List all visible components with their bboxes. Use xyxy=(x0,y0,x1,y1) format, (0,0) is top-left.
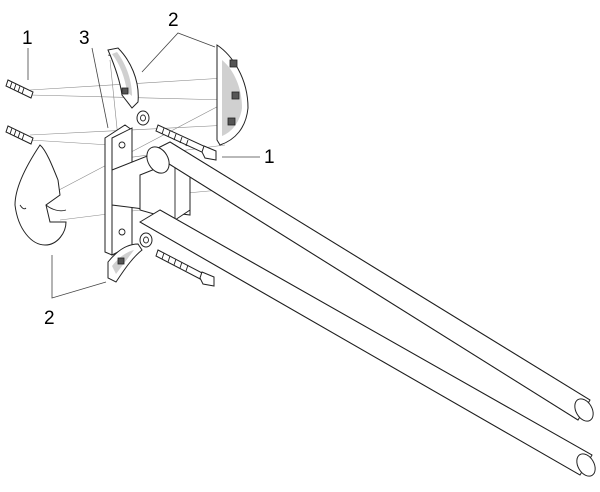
towel-arm-lower xyxy=(139,209,596,477)
callout-3: 3 xyxy=(79,28,90,49)
screw-anchor-left xyxy=(5,125,34,145)
cover-cap-bottom xyxy=(107,243,143,283)
screw-top xyxy=(155,124,217,161)
callout-labels: 1 3 2 1 2 xyxy=(22,10,275,329)
washer-bottom xyxy=(139,232,153,248)
callout-1-right: 1 xyxy=(264,147,275,168)
wall-bracket xyxy=(104,124,191,256)
callout-2-top: 2 xyxy=(168,10,179,31)
cover-plate-left xyxy=(14,144,67,246)
towel-arm-upper xyxy=(146,141,594,422)
screw-bottom xyxy=(155,249,215,287)
callout-1-top-left: 1 xyxy=(22,28,33,49)
cover-cap-top-right xyxy=(216,44,249,146)
washer-top xyxy=(136,110,150,126)
screw-anchor-top xyxy=(5,79,34,99)
callout-2-bottom: 2 xyxy=(44,308,55,329)
cover-cap-top xyxy=(107,47,139,109)
